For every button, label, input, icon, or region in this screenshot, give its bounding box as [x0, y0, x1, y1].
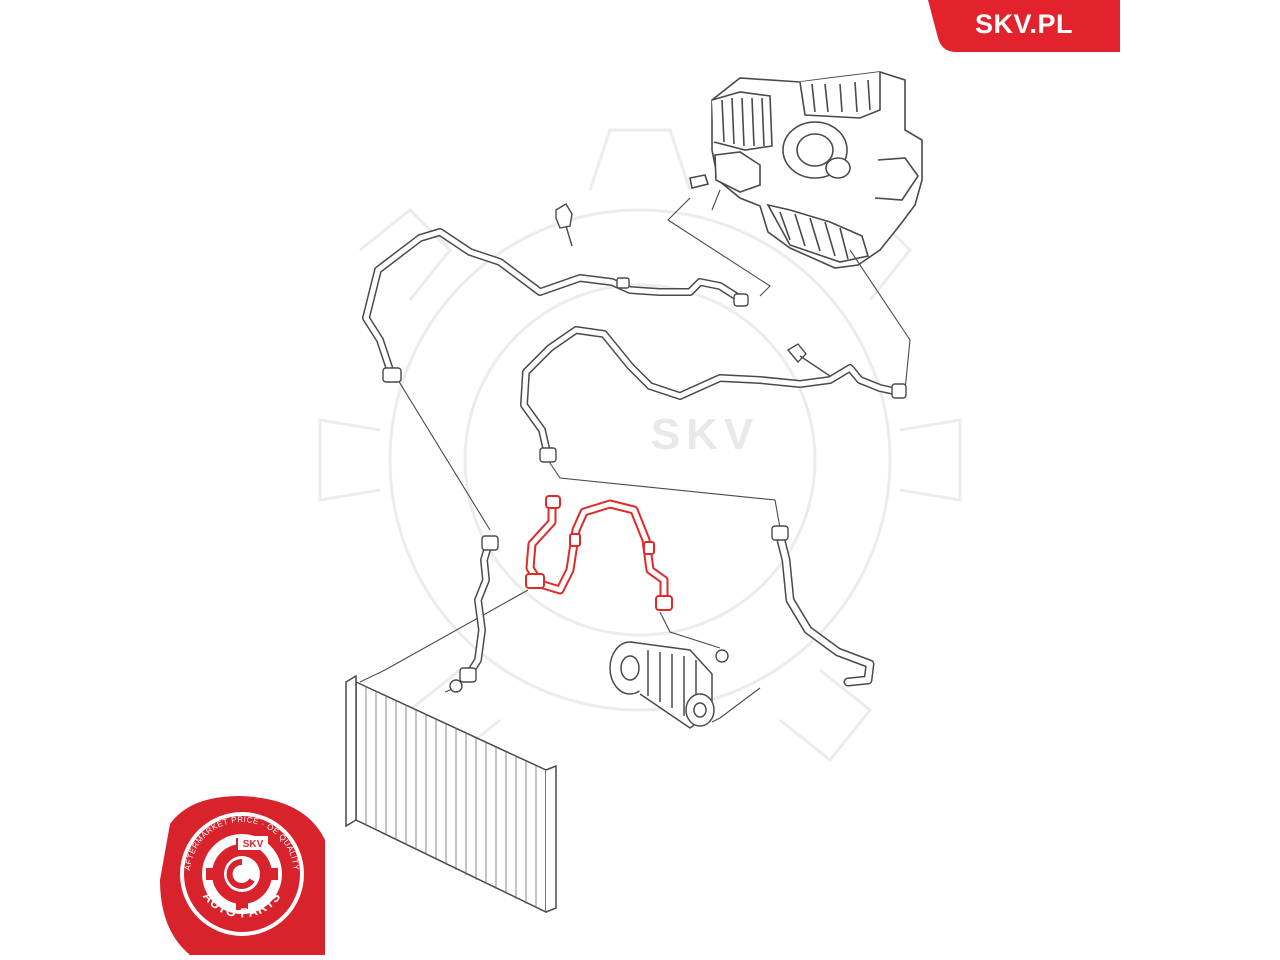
skv-auto-parts-badge [160, 796, 325, 955]
hvac-blower-unit [689, 71, 923, 269]
ac-condenser [345, 674, 557, 914]
pipe-fittings-upper [382, 203, 749, 383]
watermark-text: SKV [650, 410, 760, 459]
pipe-fittings-right [539, 343, 907, 463]
brand-tab [928, 0, 1120, 52]
condenser-fins [365, 686, 537, 908]
brand-logo-text[interactable]: SKV.PL [974, 9, 1074, 39]
ac-compressor [609, 641, 715, 729]
pipe-suction-upper [362, 228, 746, 380]
badge-center-text: SKV [243, 839, 264, 850]
